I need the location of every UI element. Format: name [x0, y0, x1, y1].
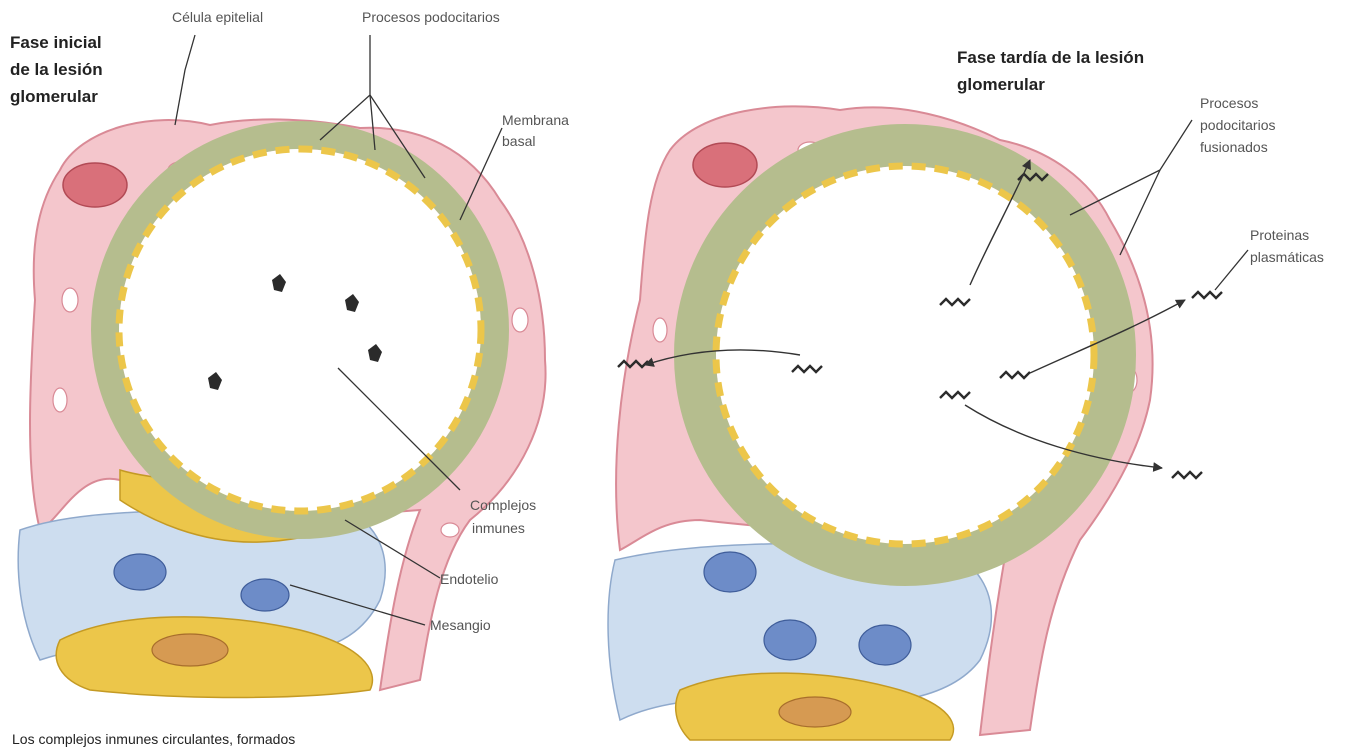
endothelial-nucleus-bottom [152, 634, 228, 666]
label-mesangium: Mesangio [430, 617, 491, 633]
label-fused-processes: Procesos podocitarios fusionados [1200, 95, 1279, 155]
figure-caption: Los complejos inmunes circulantes, forma… [12, 731, 295, 747]
mesangial-nucleus-2 [241, 579, 289, 611]
label-basement-membrane: Membrana basal [502, 112, 573, 149]
right-title: Fase tardía de la lesión glomerular [957, 48, 1149, 94]
mesangial-nucleus-1 [114, 554, 166, 590]
mesangial-nucleus-late-1 [704, 552, 756, 592]
label-epithelial-cell: Célula epitelial [172, 9, 263, 25]
left-title: Fase inicial de la lesión glomerular [10, 33, 107, 106]
label-endothelium: Endotelio [440, 571, 499, 587]
label-plasma-proteins: Proteinas plasmáticas [1250, 227, 1324, 265]
mesangial-nucleus-late-2 [764, 620, 816, 660]
podocyte-nucleus [693, 143, 757, 187]
leader-plasma-proteins [1215, 250, 1248, 290]
leader-fused-processes-2 [1120, 170, 1160, 255]
mesangial-nucleus-late-3 [859, 625, 911, 665]
label-podocyte-processes: Procesos podocitarios [362, 9, 500, 25]
label-immune-complexes: Complejos inmunes [470, 497, 540, 536]
left-panel-illustration: Fase inicial de la lesión glomerular Cél… [10, 9, 573, 698]
right-panel-illustration: Fase tardía de la lesión glomerular Proc… [608, 48, 1324, 740]
leader-epithelial-cell [175, 35, 195, 125]
epithelial-nucleus [63, 163, 127, 207]
endothelial-nucleus-bottom-late [779, 697, 851, 727]
